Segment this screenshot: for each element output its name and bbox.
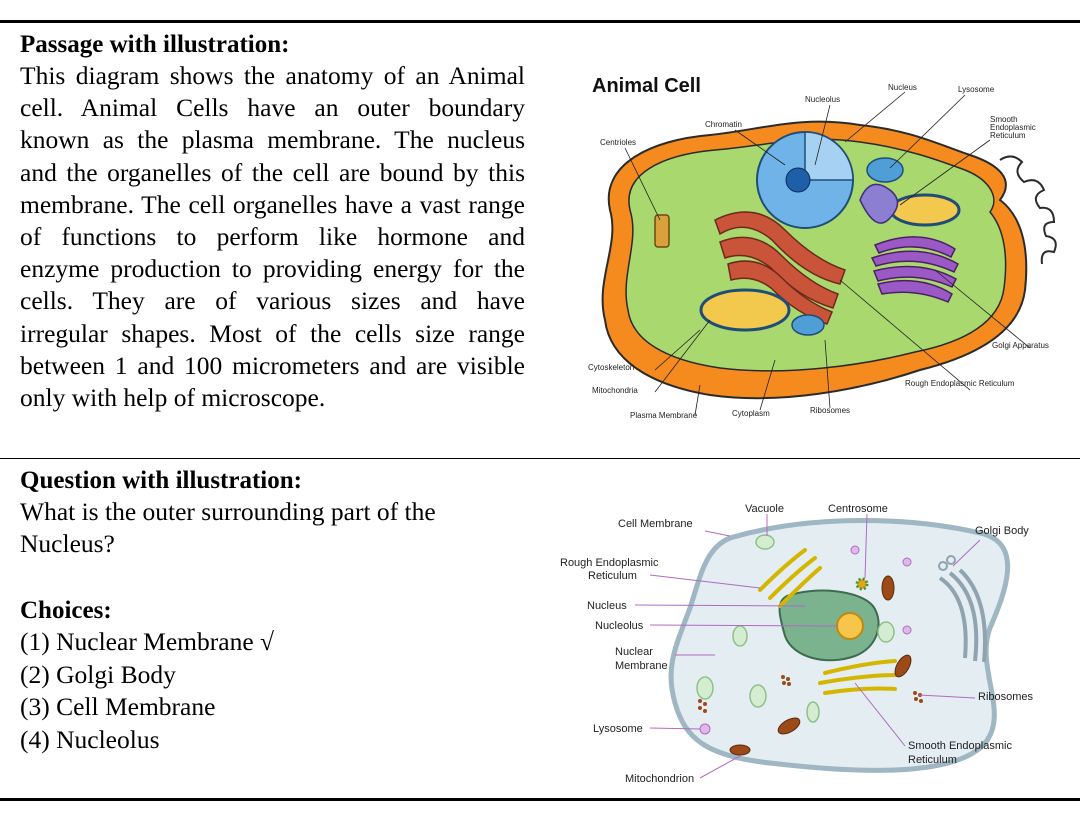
fig2-label-ribosomes: Ribosomes bbox=[978, 691, 1034, 703]
animal-cell-diagram: Animal Cell bbox=[588, 75, 1057, 420]
passage-text: This diagram shows the anatomy of an Ani… bbox=[20, 61, 525, 413]
fig2-label-mitochondrion: Mitochondrion bbox=[625, 773, 694, 785]
mitochondria-2 bbox=[729, 575, 912, 756]
fig1-label-chromatin: Chromatin bbox=[705, 120, 742, 129]
top-rule bbox=[0, 20, 1080, 23]
question-text: What is the outer surrounding part of th… bbox=[20, 497, 436, 558]
fig1-label-cytoplasm: Cytoplasm bbox=[732, 409, 770, 418]
mitochondrion-shape-2 bbox=[889, 193, 961, 227]
animal-cell-title: Animal Cell bbox=[592, 75, 701, 97]
fig2-label-golgi-body: Golgi Body bbox=[975, 525, 1029, 537]
rough-er-shape-2 bbox=[758, 548, 822, 608]
fig1-label-smooth-er-3: Reticulum bbox=[990, 131, 1026, 140]
nucleolus-shape bbox=[785, 167, 811, 193]
choice-3: (3) Cell Membrane bbox=[20, 692, 216, 721]
fig2-label-lysosome: Lysosome bbox=[593, 723, 643, 735]
choice-2: (2) Golgi Body bbox=[20, 659, 176, 689]
fig2-label-smooth-er-2: Reticulum bbox=[908, 754, 957, 766]
fig2-label-smooth-er-1: Smooth Endoplasmic bbox=[908, 740, 1012, 752]
fig1-label-plasma-membrane: Plasma Membrane bbox=[630, 411, 698, 420]
passage-heading: Passage with illustration: bbox=[20, 31, 290, 58]
fig1-label-centrioles: Centrioles bbox=[600, 138, 636, 147]
correct-mark: √ bbox=[260, 627, 275, 656]
fig2-label-nucleolus: Nucleolus bbox=[595, 620, 644, 632]
fig2-label-nuclear-membrane-1: Nuclear bbox=[615, 646, 653, 658]
fig2-label-rough-er-2: Reticulum bbox=[588, 570, 637, 582]
choice-4: (4) Nucleolus bbox=[20, 724, 160, 754]
golgi-shape bbox=[870, 236, 959, 303]
golgi-shape-2 bbox=[938, 568, 987, 663]
ribosomes-2 bbox=[698, 675, 923, 713]
fig1-label-nucleus: Nucleus bbox=[888, 83, 917, 92]
middle-rule bbox=[0, 458, 1080, 459]
bottom-rule bbox=[0, 798, 1080, 801]
fig2-label-nucleus: Nucleus bbox=[587, 600, 627, 612]
fig2-label-vacuole: Vacuole bbox=[745, 503, 784, 515]
fig1-label-rough-er: Rough Endoplasmic Reticulum bbox=[905, 379, 1015, 388]
fig1-label-nucleolus: Nucleolus bbox=[805, 95, 840, 104]
golgi-vesicle bbox=[946, 555, 956, 565]
question-heading: Question with illustration: bbox=[20, 467, 302, 494]
question-section: Question with illustration: What is the … bbox=[20, 466, 530, 756]
fig1-label-ribosomes: Ribosomes bbox=[810, 406, 850, 415]
fig2-label-centrosome: Centrosome bbox=[828, 503, 888, 515]
fig2-label-nuclear-membrane-2: Membrane bbox=[615, 660, 668, 672]
mitochondrion-shape bbox=[699, 288, 791, 332]
lysosomes-2 bbox=[699, 545, 912, 735]
passage-section: Passage with illustration: This diagram … bbox=[20, 30, 525, 414]
lysosome-shape bbox=[866, 157, 904, 183]
fig1-label-cytoskeleton: Cytoskeleton bbox=[588, 363, 634, 372]
smooth-er-shape-2 bbox=[818, 659, 900, 695]
smooth-er-shape bbox=[859, 183, 899, 224]
rough-er-shape bbox=[714, 211, 846, 325]
fig1-label-smooth-er-2: Endoplasmic bbox=[990, 123, 1036, 132]
centrioles-shape bbox=[654, 214, 670, 248]
vesicle-shape bbox=[791, 314, 825, 336]
golgi-vesicle bbox=[938, 561, 948, 571]
fig2-label-cell-membrane: Cell Membrane bbox=[618, 518, 693, 530]
vacuoles bbox=[696, 534, 895, 723]
cell-structure-diagram: Cell Membrane Vacuole Centrosome Golgi B… bbox=[560, 503, 1034, 785]
choice-1-text: (1) Nuclear Membrane bbox=[20, 627, 254, 656]
membrane-ripples bbox=[999, 155, 1057, 265]
fig1-label-smooth-er-1: Smooth bbox=[990, 115, 1018, 124]
leader-lines-fig1 bbox=[624, 91, 1031, 416]
leader-lines-fig2 bbox=[634, 513, 981, 779]
fig2-label-rough-er-1: Rough Endoplasmic bbox=[560, 557, 659, 569]
nucleus-cutaway bbox=[804, 131, 854, 181]
choice-1: (1) Nuclear Membrane √ bbox=[20, 626, 530, 659]
nucleolus-shape-2 bbox=[836, 612, 864, 640]
fig1-label-lysosome: Lysosome bbox=[958, 85, 995, 94]
choices-heading: Choices: bbox=[20, 597, 112, 624]
fig1-label-mitochondria: Mitochondria bbox=[592, 386, 638, 395]
fig1-label-golgi: Golgi Apparatus bbox=[992, 341, 1049, 350]
centrosome-shape bbox=[855, 577, 869, 591]
